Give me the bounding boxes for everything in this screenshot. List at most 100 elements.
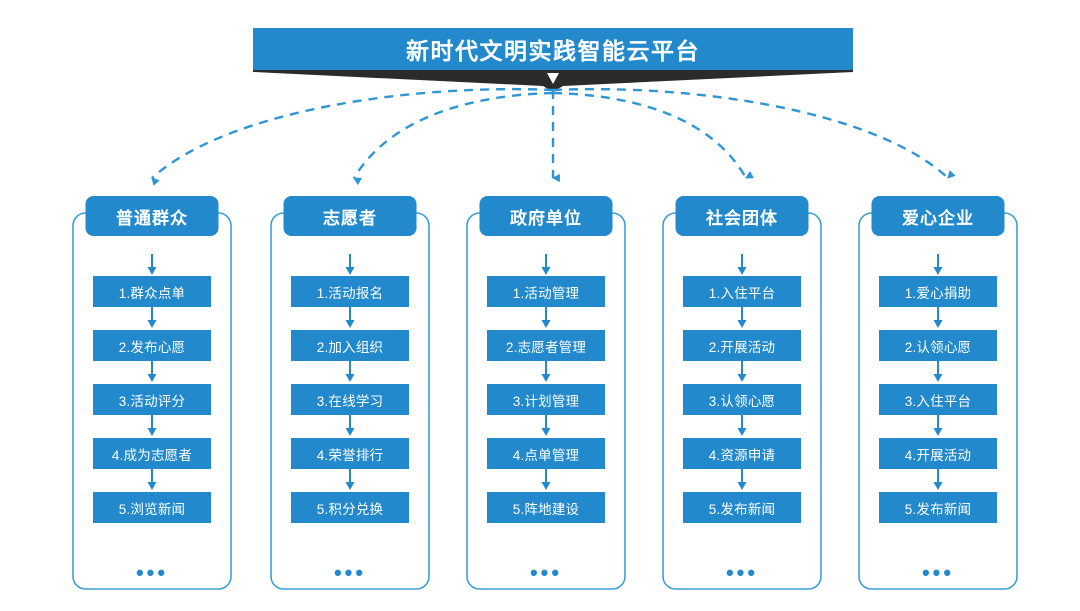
item-box[interactable]: 4.成为志愿者	[93, 438, 211, 469]
item-label: 4.荣誉排行	[316, 447, 384, 463]
arrow-down-icon	[737, 415, 747, 436]
column-header-charity-enterprise[interactable]: 爱心企业	[871, 196, 1005, 236]
column-items: 1.活动管理 2.志愿者管理 3.计划管理 4.点单管理	[466, 212, 626, 590]
item-box[interactable]: 1.群众点单	[93, 276, 211, 307]
item-box[interactable]: 2.加入组织	[291, 330, 409, 361]
column-header-social-group[interactable]: 社会团体	[675, 196, 809, 236]
column-title: 爱心企业	[902, 208, 974, 228]
column-frame	[270, 212, 430, 590]
arrow-down-icon	[541, 415, 551, 436]
column-public[interactable]: 普通群众 1.群众点单 2.发布心愿 3.活动评分	[72, 196, 232, 590]
platform-title-banner: 新时代文明实践智能云平台	[253, 28, 853, 70]
item-label: 1.入住平台	[708, 285, 776, 301]
item-label: 2.发布心愿	[118, 339, 186, 355]
caret-down-icon	[547, 73, 559, 84]
arrow-down-icon	[933, 469, 943, 490]
connector-to-public	[151, 87, 554, 186]
arrow-down-icon	[737, 307, 747, 328]
item-label: 4.资源申请	[708, 447, 776, 463]
item-box[interactable]: 3.入住平台	[879, 384, 997, 415]
arrow-down-icon	[345, 469, 355, 490]
item-box[interactable]: 1.爱心捐助	[879, 276, 997, 307]
item-box[interactable]: 2.志愿者管理	[487, 330, 605, 361]
arrow-down-icon	[933, 415, 943, 436]
connector-to-volunteer	[352, 91, 554, 186]
item-label: 2.开展活动	[708, 339, 776, 355]
column-header-volunteer[interactable]: 志愿者	[283, 196, 417, 236]
item-label: 5.发布新闻	[708, 501, 776, 517]
more-indicator: •••	[529, 560, 563, 585]
item-box[interactable]: 2.发布心愿	[93, 330, 211, 361]
platform-title-bar: 新时代文明实践智能云平台	[253, 28, 853, 70]
item-label: 3.认领心愿	[708, 393, 776, 409]
more-indicator: •••	[921, 560, 955, 585]
arrow-down-icon	[345, 361, 355, 382]
arrow-down-icon	[933, 361, 943, 382]
arrow-down-icon	[147, 361, 157, 382]
arrow-down-icon	[541, 469, 551, 490]
arrow-down-icon	[737, 361, 747, 382]
item-label: 1.群众点单	[118, 285, 186, 301]
item-label: 3.在线学习	[316, 393, 384, 409]
item-box[interactable]: 1.活动管理	[487, 276, 605, 307]
item-label: 4.开展活动	[904, 447, 972, 463]
item-box[interactable]: 3.计划管理	[487, 384, 605, 415]
connector-to-charity-enterprise	[552, 87, 956, 179]
item-box[interactable]: 4.点单管理	[487, 438, 605, 469]
page-title: 新时代文明实践智能云平台	[406, 38, 700, 64]
column-items: 1.入住平台 2.开展活动 3.认领心愿 4.资源申请	[662, 212, 822, 590]
arrow-down-icon	[147, 307, 157, 328]
item-label: 5.积分兑换	[316, 501, 384, 517]
item-box[interactable]: 4.开展活动	[879, 438, 997, 469]
column-government[interactable]: 政府单位 1.活动管理 2.志愿者管理 3.计划管理	[466, 196, 626, 590]
item-box[interactable]: 3.认领心愿	[683, 384, 801, 415]
item-box[interactable]: 5.积分兑换	[291, 492, 409, 523]
item-box[interactable]: 4.荣誉排行	[291, 438, 409, 469]
column-volunteer[interactable]: 志愿者 1.活动报名 2.加入组织 3.在线学习	[270, 196, 430, 590]
item-box[interactable]: 3.在线学习	[291, 384, 409, 415]
item-label: 2.认领心愿	[904, 339, 972, 355]
item-label: 3.入住平台	[904, 393, 972, 409]
item-label: 1.活动报名	[316, 285, 384, 301]
column-header-government[interactable]: 政府单位	[479, 196, 613, 236]
arrow-down-icon	[933, 307, 943, 328]
column-social-group[interactable]: 社会团体 1.入住平台 2.开展活动 3.认领心愿	[662, 196, 822, 590]
item-box[interactable]: 5.阵地建设	[487, 492, 605, 523]
arrow-down-icon	[147, 469, 157, 490]
item-box[interactable]: 4.资源申请	[683, 438, 801, 469]
arrow-down-icon	[737, 469, 747, 490]
item-box[interactable]: 5.发布新闻	[879, 492, 997, 523]
item-box[interactable]: 1.入住平台	[683, 276, 801, 307]
column-frame	[466, 212, 626, 590]
arrow-down-icon	[147, 254, 157, 275]
item-label: 5.阵地建设	[512, 501, 580, 517]
column-title: 社会团体	[706, 208, 778, 228]
item-box[interactable]: 1.活动报名	[291, 276, 409, 307]
arrow-down-icon	[737, 254, 747, 275]
arrow-down-icon	[345, 307, 355, 328]
arrow-down-icon	[345, 415, 355, 436]
item-label: 3.计划管理	[512, 393, 580, 409]
column-title: 志愿者	[323, 208, 377, 228]
column-title: 普通群众	[116, 208, 188, 228]
item-label: 1.爱心捐助	[904, 285, 972, 301]
arrow-down-icon	[541, 254, 551, 275]
item-label: 3.活动评分	[118, 393, 186, 409]
column-items: 1.群众点单 2.发布心愿 3.活动评分 4.成为志愿者	[72, 212, 232, 590]
arrow-down-icon	[541, 307, 551, 328]
more-indicator: •••	[725, 560, 759, 585]
item-label: 5.发布新闻	[904, 501, 972, 517]
item-box[interactable]: 2.认领心愿	[879, 330, 997, 361]
item-box[interactable]: 5.浏览新闻	[93, 492, 211, 523]
column-charity-enterprise[interactable]: 爱心企业 1.爱心捐助 2.认领心愿 3.入住平台	[858, 196, 1018, 590]
more-indicator: •••	[333, 560, 367, 585]
column-header-public[interactable]: 普通群众	[85, 196, 219, 236]
item-box[interactable]: 2.开展活动	[683, 330, 801, 361]
item-label: 1.活动管理	[512, 285, 580, 301]
more-indicator: •••	[135, 560, 169, 585]
item-box[interactable]: 3.活动评分	[93, 384, 211, 415]
item-box[interactable]: 5.发布新闻	[683, 492, 801, 523]
item-label: 5.浏览新闻	[118, 501, 186, 517]
arrow-down-icon	[345, 254, 355, 275]
